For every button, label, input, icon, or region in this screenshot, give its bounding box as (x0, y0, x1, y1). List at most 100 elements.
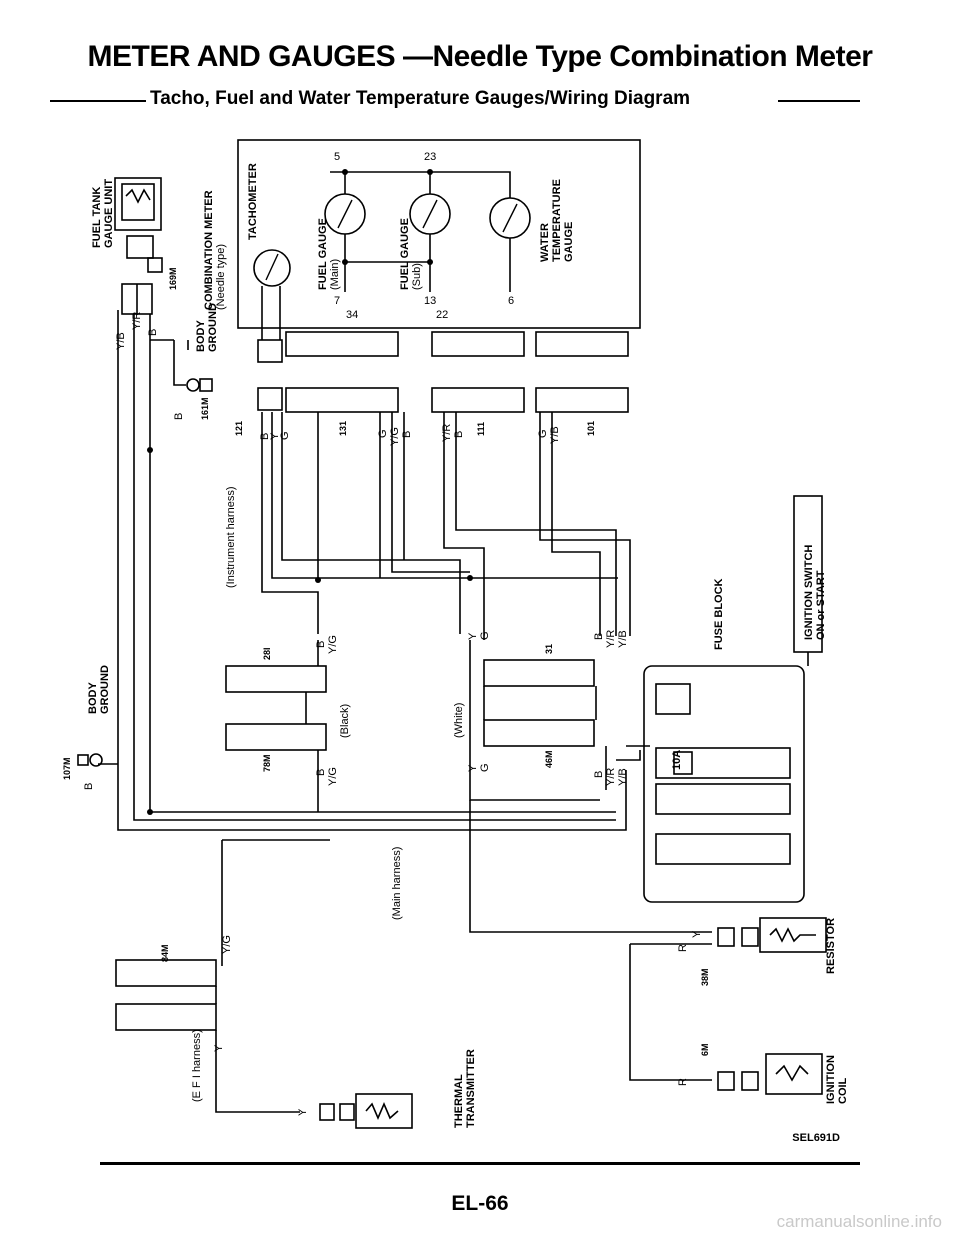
tachometer-dial (253, 249, 291, 287)
ignition-switch-label-2: ON or START (815, 570, 827, 640)
body-ground-label-1: BODY (195, 320, 207, 352)
fuel-gauge-main-label-2: (Main) (329, 259, 341, 290)
wire-yb-3: Y/B (617, 630, 629, 648)
connector-6M-label: 6M (700, 1043, 710, 1056)
wire-yg-4: Y/G (221, 935, 233, 954)
fuel-tank-label-1: FUEL TANK (91, 187, 103, 248)
body-ground-left-label-1: BODY (87, 682, 99, 714)
wire-y-2: Y (467, 632, 479, 640)
thermal-transmitter-label-2: TRANSMITTER (465, 1049, 477, 1128)
wire-b-7: B (593, 633, 605, 640)
subtitle-rule-right (778, 100, 860, 102)
terminal-6: 6 (508, 295, 514, 307)
figure-code: SEL691D (792, 1132, 840, 1144)
watermark: carmanualsonline.info (776, 1212, 942, 1231)
ignition-coil-label-2: COIL (837, 1077, 849, 1104)
instrument-harness-label: (Instrument harness) (225, 487, 237, 588)
connector-84M (115, 959, 217, 987)
body-ground-label-2: GROUND (207, 303, 219, 352)
resistor-label: RESISTOR (825, 918, 837, 974)
connector-38M-label: 38M (700, 968, 710, 986)
wire-y-5: Y (297, 1108, 309, 1116)
white-connector-label: (White) (453, 703, 465, 738)
fuse-rating: 10A (671, 750, 683, 770)
wire-y-3: Y (467, 764, 479, 772)
fuse-block-label: FUSE BLOCK (713, 578, 725, 650)
fuel-gauge-sub-label-1: FUEL GAUGE (399, 218, 411, 290)
fuse-block (643, 665, 805, 903)
connector-131-label: 131 (338, 421, 348, 436)
wire-g-1: G (279, 431, 291, 440)
wire-b-9: B (593, 771, 605, 778)
page-title: METER AND GAUGES —Needle Type Combinatio… (87, 40, 873, 73)
water-temp-label-3: GAUGE (563, 222, 575, 262)
wire-g-4: G (479, 631, 491, 640)
ignition-coil (765, 1053, 823, 1095)
wire-g-5: G (479, 763, 491, 772)
page-subtitle: Tacho, Fuel and Water Temperature Gauges… (150, 88, 691, 109)
terminal-5: 5 (334, 151, 340, 163)
connector-121-label: 121 (234, 421, 244, 436)
wire-b-5: B (453, 431, 465, 438)
fuel-tank-label-2: GAUGE UNIT (103, 179, 115, 248)
connector-28I-label: 28I (262, 647, 272, 660)
connector-block-black-1 (431, 331, 525, 357)
wire-b-8: B (315, 769, 327, 776)
fuel-gauge-sub-label-2: (Sub) (411, 263, 423, 290)
wire-b-1: B (147, 329, 159, 336)
wire-yg-1: Y/G (389, 427, 401, 446)
page-number: EL-66 (451, 1192, 509, 1215)
wire-yr-2: Y/R (441, 424, 453, 442)
connector-101-label: 101 (586, 421, 596, 436)
terminal-7: 7 (334, 295, 340, 307)
water-temp-label-2: TEMPERATURE (551, 179, 563, 262)
connector-111-label: 111 (476, 422, 486, 436)
connector-28I (225, 665, 327, 693)
ignition-coil-label-1: IGNITION (825, 1055, 837, 1104)
wire-yb-2: Y/B (549, 426, 561, 444)
terminal-34: 34 (346, 309, 358, 321)
wire-yb-1: Y/B (115, 332, 127, 350)
wire-yr-3: Y/R (605, 630, 617, 648)
connector-84M-label: 84M (160, 944, 170, 962)
wire-yg-2: Y/G (327, 635, 339, 654)
connector-block-white (285, 331, 399, 357)
combination-meter-frame (237, 139, 641, 329)
wire-yb-4: Y/B (617, 768, 629, 786)
thermal-transmitter (355, 1093, 413, 1129)
wire-b-4: B (401, 431, 413, 438)
main-harness-label: (Main harness) (391, 847, 403, 920)
resistor (759, 917, 827, 953)
subtitle-rule-left (50, 100, 146, 102)
body-ground-left-label-2: GROUND (99, 665, 111, 714)
wire-b-3: B (259, 433, 271, 440)
water-temp-label-1: WATER (539, 223, 551, 262)
wire-r-1: R (677, 944, 689, 952)
wire-r-2: R (677, 1078, 689, 1086)
connector-31-label: 31 (544, 644, 554, 654)
efi-harness-label: (E F I harness) (191, 1029, 203, 1102)
connector-161M-label: 161M (200, 397, 210, 420)
black-connector-label: (Black) (339, 704, 351, 738)
connector-107M-label: 107M (62, 757, 72, 780)
terminal-23: 23 (424, 151, 436, 163)
connector-46M-label: 46M (544, 750, 554, 768)
terminal-22: 22 (436, 309, 448, 321)
wire-b-10: B (83, 783, 95, 790)
wire-y-4: Y (213, 1044, 225, 1052)
footer-rule (100, 1162, 860, 1165)
connector-78M-label: 78M (262, 754, 272, 772)
wire-g-2: G (377, 429, 389, 438)
connector-31 (483, 659, 595, 687)
wire-yr-1: Y/R (131, 312, 143, 330)
fuel-tank-gauge-unit (114, 177, 162, 231)
wire-y-6: Y (691, 930, 703, 938)
thermal-transmitter-label-1: THERMAL (453, 1074, 465, 1128)
connector-block-black-2 (535, 331, 629, 357)
wire-g-3: G (537, 429, 549, 438)
ignition-switch-label-1: IGNITION SWITCH (803, 545, 815, 640)
connector-169M-label: 169M (168, 267, 178, 290)
terminal-13: 13 (424, 295, 436, 307)
wire-y-1: Y (269, 432, 281, 440)
